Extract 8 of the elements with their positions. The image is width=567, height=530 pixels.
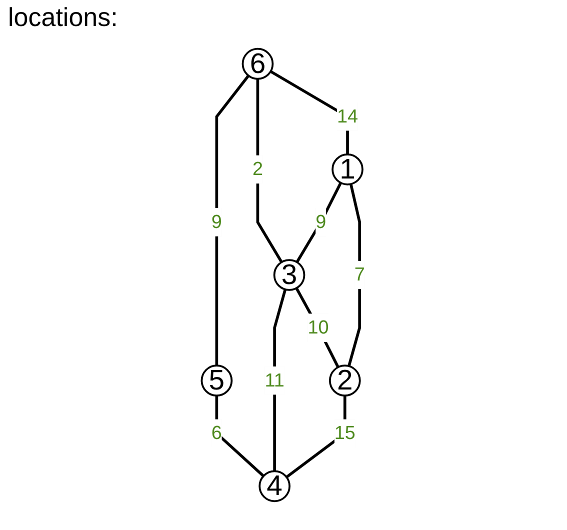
number-circle: 1 — [332, 154, 364, 186]
connecting-line — [215, 74, 250, 366]
number-circle: 2 — [329, 364, 362, 396]
number-circle: 5 — [200, 364, 233, 396]
heading-text: locations: — [8, 2, 119, 33]
number-circle: 6 — [242, 48, 274, 80]
number-circle: 4 — [258, 470, 291, 502]
number-circle: 3 — [274, 259, 306, 291]
